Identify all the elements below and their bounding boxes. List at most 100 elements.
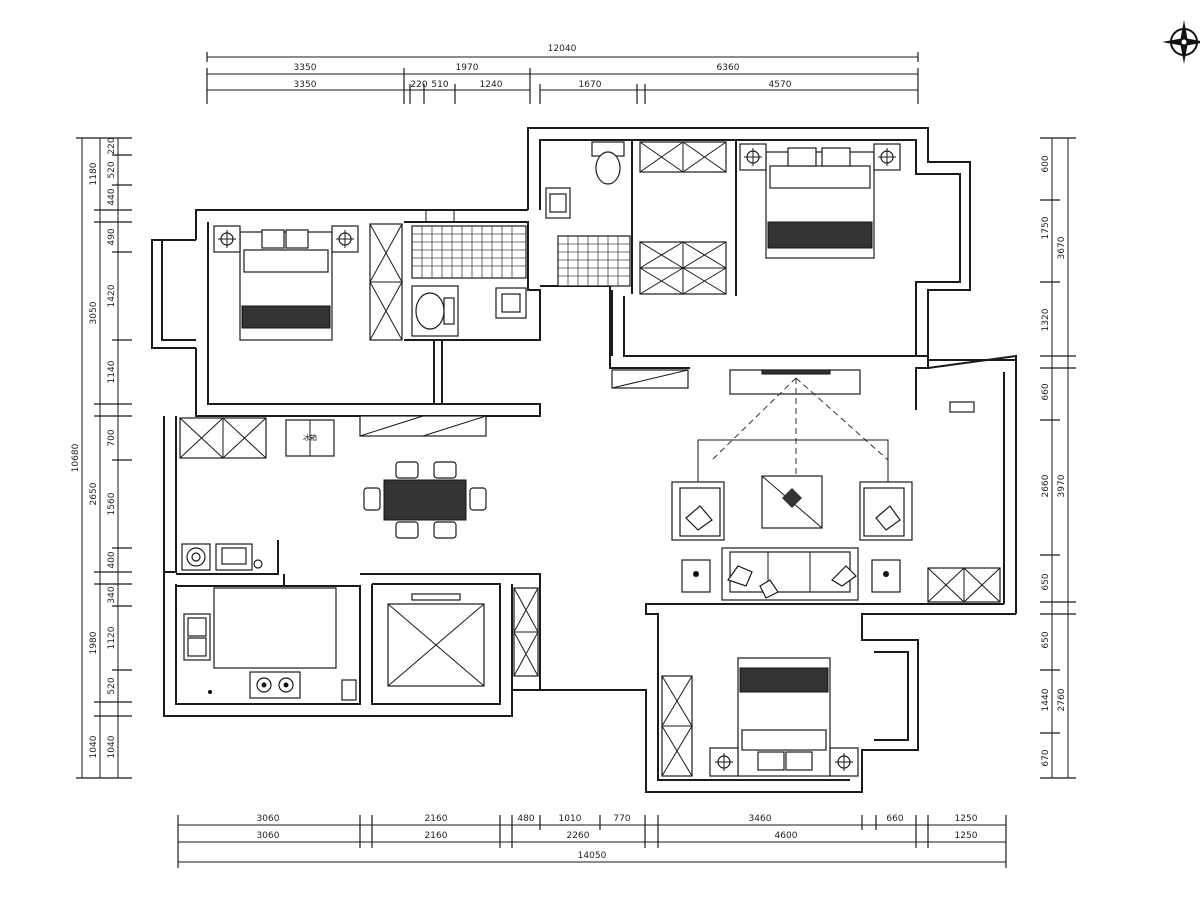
dim-label: 1980 [89,631,99,654]
fridge: 冰箱 [285,419,335,457]
dim-label: 440 [107,188,117,205]
nightstand-lamp-icon [739,143,767,171]
dim-label: 1250 [955,831,978,841]
dim-label: 400 [107,551,117,568]
dining-table [363,461,487,539]
dim-label: 1440 [1041,688,1051,711]
dim-label: 660 [1041,383,1051,400]
dim-label: 4570 [769,80,792,90]
side-table [681,559,711,593]
dim-label: 1040 [89,735,99,758]
sink-icon [215,543,263,571]
cabinet [927,567,1001,603]
bed-master-bedroom [739,143,901,259]
dim-label: 510 [431,80,448,90]
wardrobe [369,223,403,341]
dim-label: 3060 [257,814,280,824]
shower-tray [411,225,527,279]
nightstand-lamp-icon [331,225,359,253]
coffee-table [761,475,823,529]
dim-label: 14050 [578,851,607,861]
dim-label: 3350 [294,63,317,73]
washbasin-icon [545,187,571,219]
dim-label: 1240 [480,80,503,90]
dimension-right: 600 1750 1320 660 2660 650 650 1440 670 … [1040,137,1076,779]
dim-label: 1250 [955,814,978,824]
dim-label: 700 [107,429,117,446]
dim-label: 1320 [1041,308,1051,331]
dim-label: 2260 [567,831,590,841]
cabinet [513,587,539,677]
dim-label: 660 [886,814,903,824]
dim-label: 1180 [89,162,99,185]
armchair [859,481,913,541]
elevator-shaft [387,593,485,687]
dim-label: 3460 [749,814,772,824]
dim-label: 6360 [717,63,740,73]
nightstand-lamp-icon [213,225,241,253]
nightstand-lamp-icon [873,143,901,171]
wardrobe [639,141,727,173]
nightstand-lamp-icon [709,747,739,777]
dim-label: 2160 [425,831,448,841]
dim-label: 3350 [294,80,317,90]
nightstand-lamp-icon [829,747,859,777]
dim-label: 1140 [107,360,117,383]
kitchen-sink-double-icon [183,613,211,661]
dim-label: 3050 [89,301,99,324]
dim-label: 2760 [1057,688,1067,711]
dim-label: 2160 [425,814,448,824]
wardrobe [661,675,693,777]
dimension-left: 10680 1180 3050 2650 1980 1040 220 520 4… [71,137,132,779]
kitchen-island [213,587,337,669]
dim-label: 1010 [559,814,582,824]
dim-label: 770 [613,814,630,824]
side-table [871,559,901,593]
bed-left-bedroom [213,225,359,341]
dim-label: 3060 [257,831,280,841]
dim-label: 2660 [1041,474,1051,497]
toilet-icon [411,285,459,337]
dim-label: 480 [517,814,534,824]
wardrobe [639,241,727,295]
sideboard [359,415,487,437]
dim-label: 10680 [71,443,81,472]
dimension-bottom: 3060 2160 480 1010 770 3460 660 1250 306… [177,814,1007,868]
dim-label: 3970 [1057,474,1067,497]
dim-label: 220 [107,137,117,154]
washing-machine-icon [181,543,211,571]
dimension-top: 12040 3350 1970 6360 3350 220 510 1240 1… [206,44,919,104]
stove-icon [249,671,301,699]
dim-label: 650 [1041,573,1051,590]
dim-label: 490 [107,228,117,245]
dim-label: 4600 [775,831,798,841]
dim-label: 1040 [107,735,117,758]
dim-label: 600 [1041,155,1051,172]
dim-label: 1750 [1041,216,1051,239]
cabinet [179,417,267,459]
dim-label: 340 [107,586,117,603]
dim-label: 3670 [1057,236,1067,259]
dim-label: 1420 [107,284,117,307]
dim-label: 1670 [579,80,602,90]
armchair [671,481,725,541]
dim-label: 220 [410,80,427,90]
dim-label: 1120 [107,626,117,649]
toilet-icon [591,141,625,185]
dim-label: 520 [107,161,117,178]
shower-tray [557,235,631,287]
fridge-label: 冰箱 [303,433,317,442]
washbasin-icon [495,287,527,319]
dim-label: 520 [107,677,117,694]
dim-label: 1560 [107,492,117,515]
dim-label: 670 [1041,749,1051,766]
ceiling-light-projection [697,377,889,482]
dim-label: 2650 [89,482,99,505]
dim-label: 12040 [548,44,577,54]
sofa [721,547,859,601]
dim-label: 1970 [456,63,479,73]
compass-rose-icon [1162,20,1200,64]
bed-bottom-bedroom [709,657,859,777]
dim-label: 650 [1041,631,1051,648]
